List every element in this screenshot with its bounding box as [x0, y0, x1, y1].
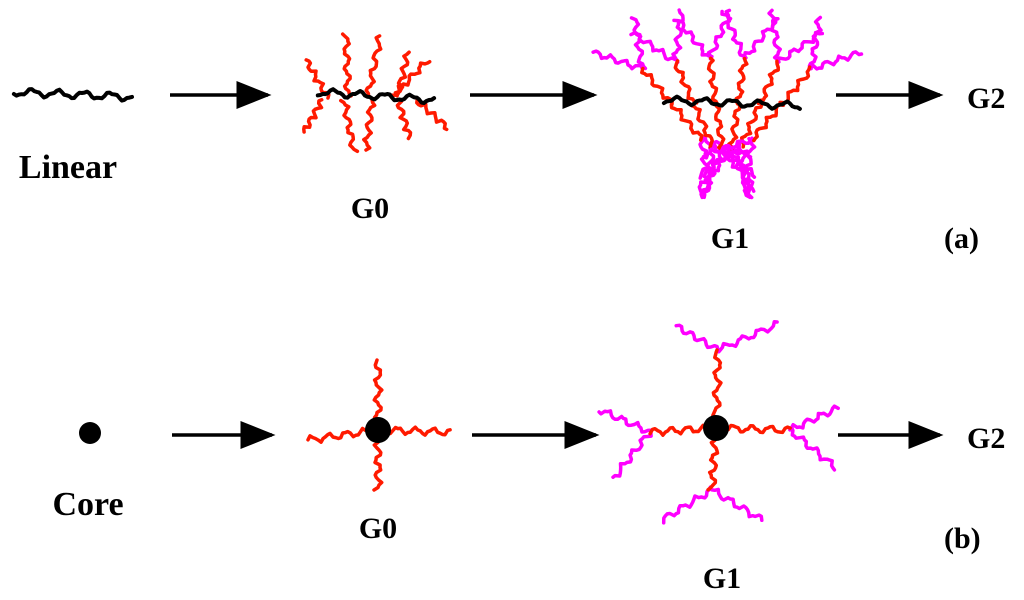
linear-backbone — [315, 87, 437, 105]
linear-backbone — [11, 87, 134, 103]
g0-branch — [689, 103, 714, 149]
g0-branch — [727, 102, 742, 152]
g0-branch — [778, 65, 812, 105]
core-dot — [703, 415, 729, 441]
g0-branch — [340, 32, 353, 98]
g1-branch — [597, 409, 653, 434]
g0-branch — [640, 66, 674, 106]
row-a: Linear G0 G1 G2 (a) — [11, 8, 1005, 255]
g1-branch — [788, 404, 840, 432]
g0-branch — [393, 50, 411, 98]
g1-branch — [629, 30, 679, 62]
linear-g0-structure — [302, 32, 449, 154]
g0-branch — [362, 98, 377, 152]
g1-branch — [717, 320, 779, 354]
g1-branch — [591, 49, 645, 71]
g1-branch — [674, 323, 720, 352]
g1-branch — [697, 145, 731, 194]
g1-branch — [629, 16, 648, 71]
g1-branch — [790, 426, 837, 472]
g1-branch — [720, 9, 748, 60]
g0-branch — [711, 348, 723, 430]
row-b: Core G0 G1 G2 (b) — [52, 320, 1005, 595]
panel-label-b: (b) — [944, 522, 981, 555]
g1-branch — [701, 136, 754, 160]
g0-branch — [734, 56, 749, 106]
g1-branch — [710, 487, 764, 523]
row-a-g0-label: G0 — [351, 192, 389, 225]
linear-g1-structure — [591, 8, 864, 200]
g1-branch — [611, 430, 653, 479]
g0-branch — [339, 98, 360, 154]
core-dot — [79, 422, 101, 444]
g0-branch — [706, 56, 720, 106]
g0-branch — [388, 59, 432, 98]
row-b-g2-label: G2 — [967, 422, 1005, 455]
g1-branch — [661, 485, 713, 525]
row-b-g0-label: G0 — [359, 512, 397, 545]
linear-backbone — [661, 94, 802, 111]
panel-label-a: (a) — [944, 222, 979, 255]
g1-branch — [672, 18, 714, 59]
row-a-g1-label: G1 — [711, 222, 749, 255]
row-a-g2-label: G2 — [967, 82, 1005, 115]
g0-branch — [752, 102, 786, 143]
g0-branch — [415, 96, 449, 132]
g1-branch — [698, 141, 742, 180]
g1-branch — [809, 50, 864, 71]
g0-branch — [302, 98, 324, 134]
g0-branch — [673, 59, 699, 105]
linear-label: Linear — [19, 149, 117, 186]
core-g0-structure — [306, 358, 452, 492]
g0-branch — [739, 102, 764, 149]
core-g1-structure — [597, 320, 840, 525]
g0-branch — [669, 102, 704, 142]
g0-branch — [756, 59, 780, 106]
core-label: Core — [52, 486, 123, 523]
g1-branch — [741, 136, 757, 193]
g1-branch — [767, 8, 782, 64]
g1-branch — [807, 15, 823, 71]
g1-branch — [671, 8, 685, 65]
row-b-g1-label: G1 — [703, 562, 741, 595]
g0-branch — [713, 102, 726, 152]
core-dot — [365, 417, 391, 443]
g0-branch — [395, 97, 413, 141]
g0-branch — [364, 34, 383, 98]
linear-chain — [11, 87, 134, 103]
